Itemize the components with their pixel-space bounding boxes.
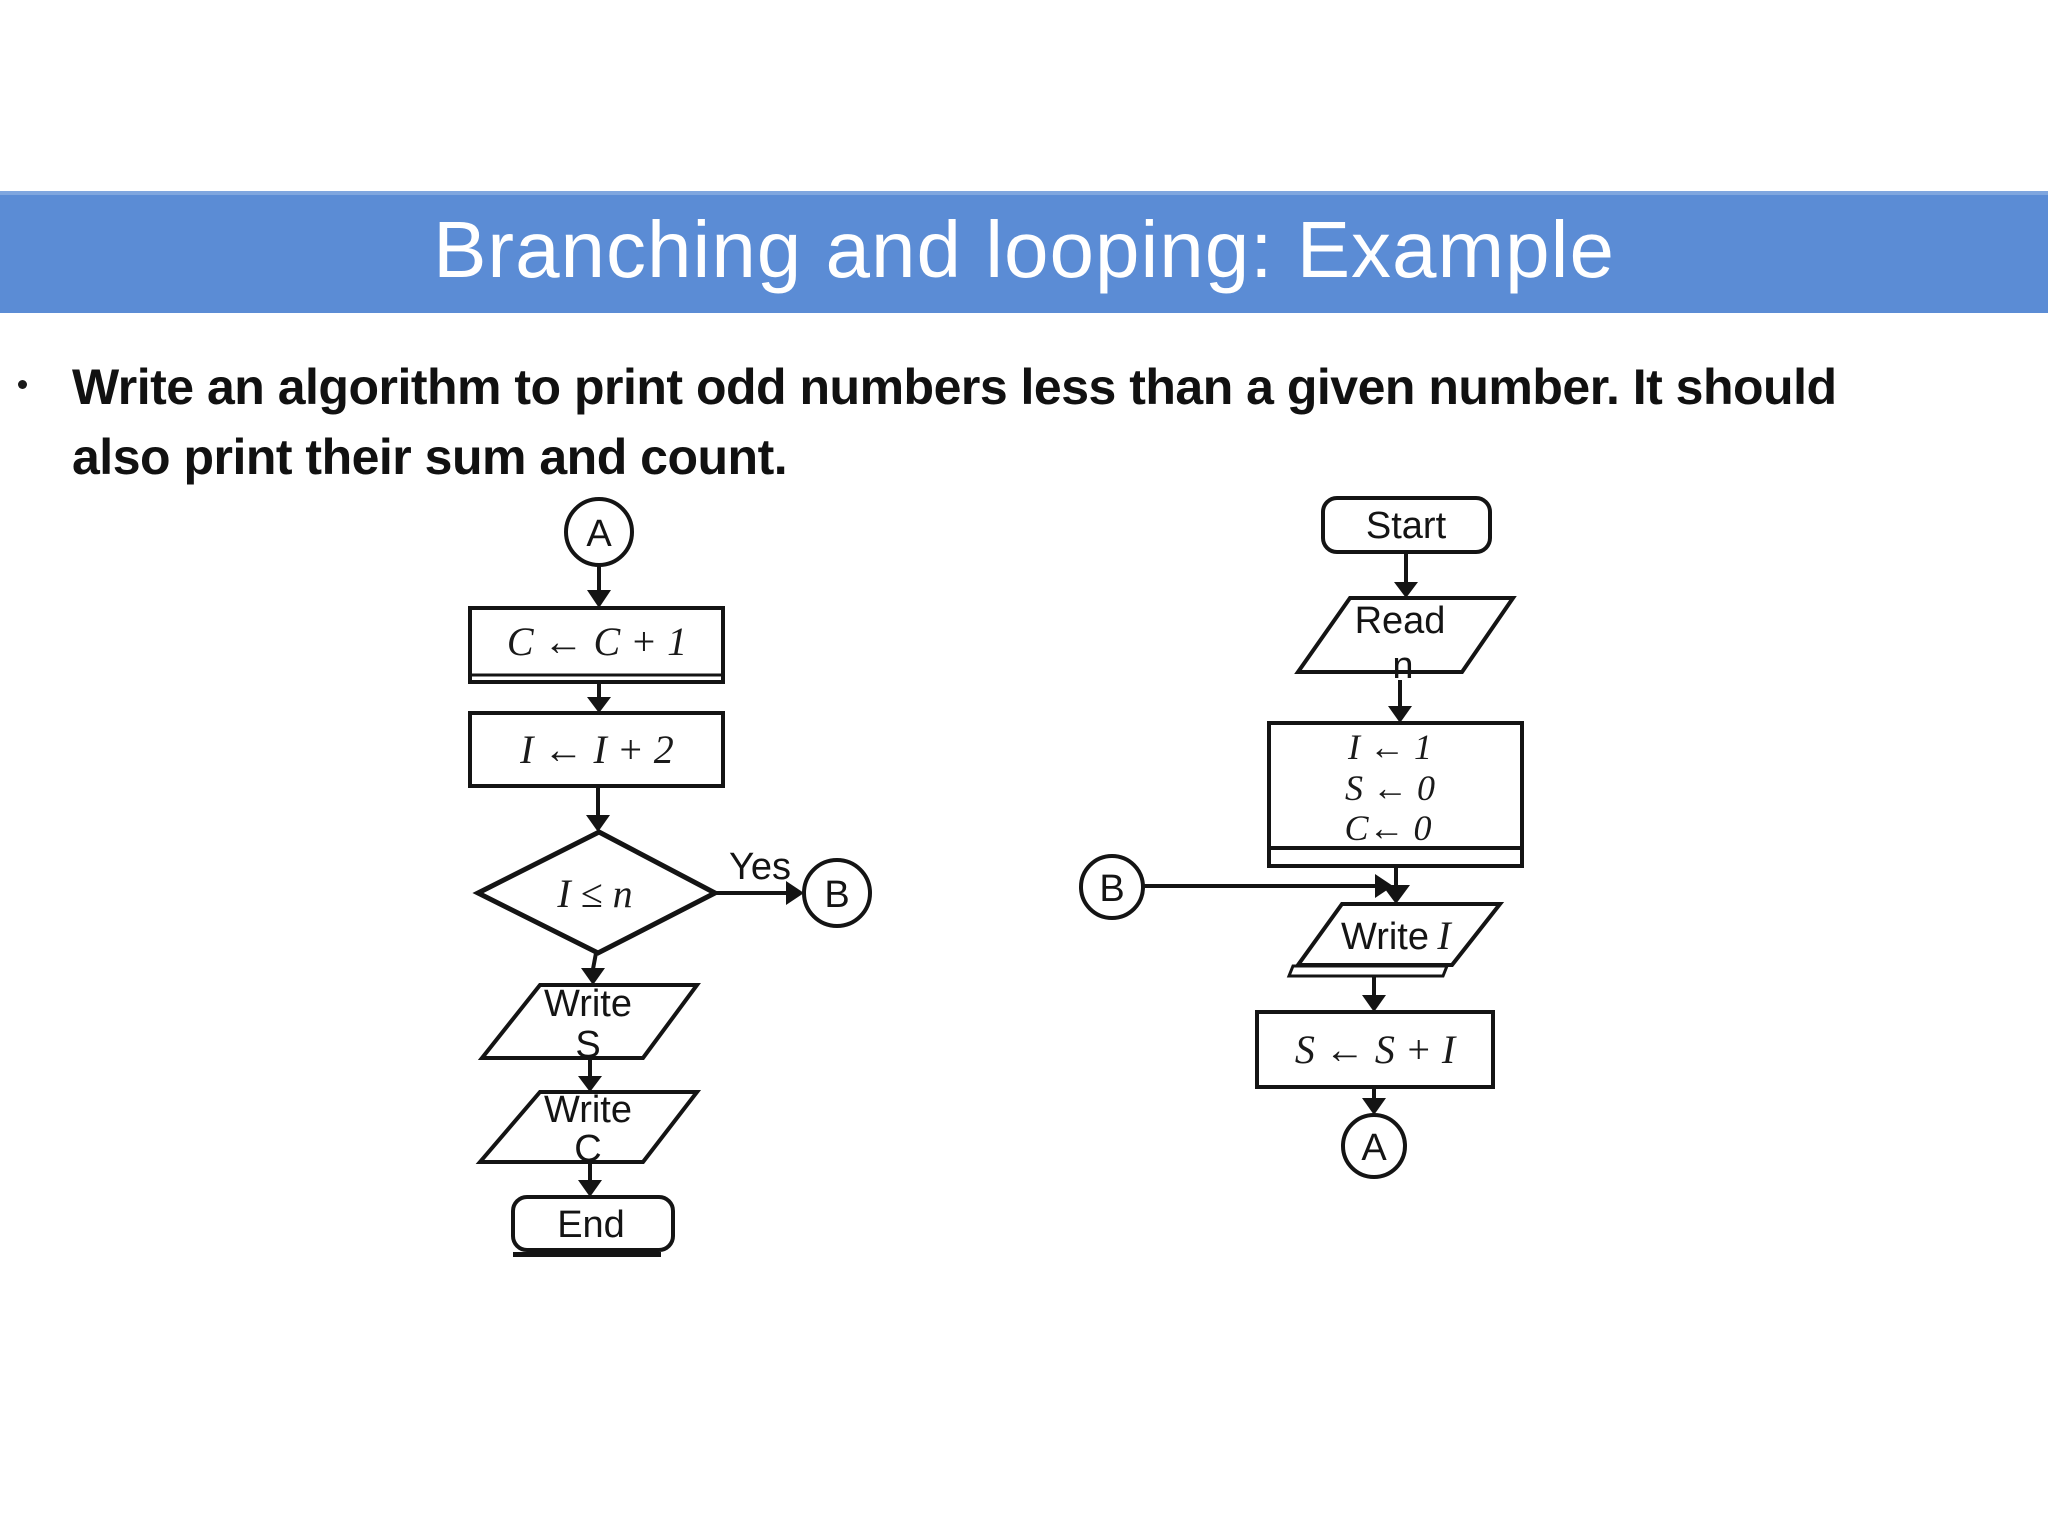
right-connector-a-circle bbox=[1341, 1113, 1407, 1179]
right-arrowhead-2 bbox=[1388, 706, 1412, 723]
right-sum-label: S ← S + I bbox=[1295, 1027, 1457, 1072]
right-connector-b-label: B bbox=[1099, 868, 1124, 910]
left-arrowhead-5 bbox=[578, 1076, 602, 1092]
left-arrowhead-1 bbox=[587, 590, 611, 608]
left-decision-label: I ≤ n bbox=[556, 871, 632, 916]
bullet-line-2: also print their sum and count. bbox=[72, 429, 788, 485]
left-write-count-parallelogram bbox=[475, 1090, 702, 1164]
bullet-text: Write an algorithm to print odd numbers … bbox=[72, 352, 2002, 492]
right-write-parallelogram bbox=[1294, 902, 1505, 967]
right-read-parallelogram bbox=[1294, 596, 1517, 674]
right-flowchart: Start Read n I ← 1 S ← 0 C← 0 B bbox=[1079, 496, 1524, 1179]
right-arrowhead-4 bbox=[1362, 995, 1386, 1012]
right-sum-box bbox=[1255, 1010, 1495, 1089]
bullet-line-1: Write an algorithm to print odd numbers … bbox=[72, 359, 1837, 415]
left-write-count-word: Write bbox=[544, 1089, 632, 1131]
right-read-var: n bbox=[1392, 645, 1413, 687]
right-init-line2: S ← 0 bbox=[1345, 768, 1435, 808]
right-arrowhead-5 bbox=[1362, 1098, 1386, 1115]
right-read-word: Read bbox=[1355, 600, 1446, 642]
left-flowchart: A C ← C + 1 I ← I + 2 I ≤ n Yes bbox=[468, 497, 872, 1257]
right-init-line1: I ← 1 bbox=[1347, 727, 1432, 767]
title-banner: Branching and looping: Example bbox=[0, 191, 2048, 313]
left-end-label: End bbox=[557, 1204, 625, 1246]
right-start-label: Start bbox=[1366, 505, 1447, 547]
left-connector-b-circle bbox=[802, 858, 872, 928]
left-end-underline bbox=[513, 1252, 661, 1257]
bullet-marker bbox=[18, 380, 27, 389]
left-arrowhead-yes bbox=[786, 881, 804, 905]
left-process-incr-label: I ← I + 2 bbox=[519, 727, 674, 772]
left-edge-decision-to-writes bbox=[591, 952, 598, 970]
left-process-count-label: C ← C + 1 bbox=[507, 619, 687, 664]
right-init-box bbox=[1267, 721, 1524, 868]
left-write-sum-parallelogram bbox=[477, 983, 701, 1060]
left-yes-label: Yes bbox=[729, 846, 791, 888]
left-arrowhead-6 bbox=[578, 1180, 602, 1197]
left-connector-b-label: B bbox=[824, 874, 849, 916]
right-arrowhead-3 bbox=[1382, 885, 1410, 904]
left-arrowhead-2 bbox=[587, 697, 611, 713]
right-arrowhead-1 bbox=[1394, 582, 1418, 598]
left-process-incr-box bbox=[468, 711, 725, 788]
right-connector-a-label: A bbox=[1361, 1127, 1387, 1169]
left-connector-a-label: A bbox=[586, 513, 612, 555]
right-write-word: Write bbox=[1341, 916, 1429, 958]
page-title: Branching and looping: Example bbox=[433, 205, 1615, 294]
left-end-terminator bbox=[511, 1195, 675, 1252]
left-write-sum-word: Write bbox=[544, 983, 632, 1025]
left-decision-diamond bbox=[472, 829, 721, 956]
left-process-count-box bbox=[468, 606, 725, 684]
left-arrowhead-4 bbox=[581, 968, 605, 985]
left-arrowhead-3 bbox=[586, 815, 610, 832]
right-write-var: I bbox=[1436, 913, 1452, 958]
right-write-underline bbox=[1286, 964, 1450, 978]
right-init-line3: C← 0 bbox=[1344, 808, 1431, 848]
